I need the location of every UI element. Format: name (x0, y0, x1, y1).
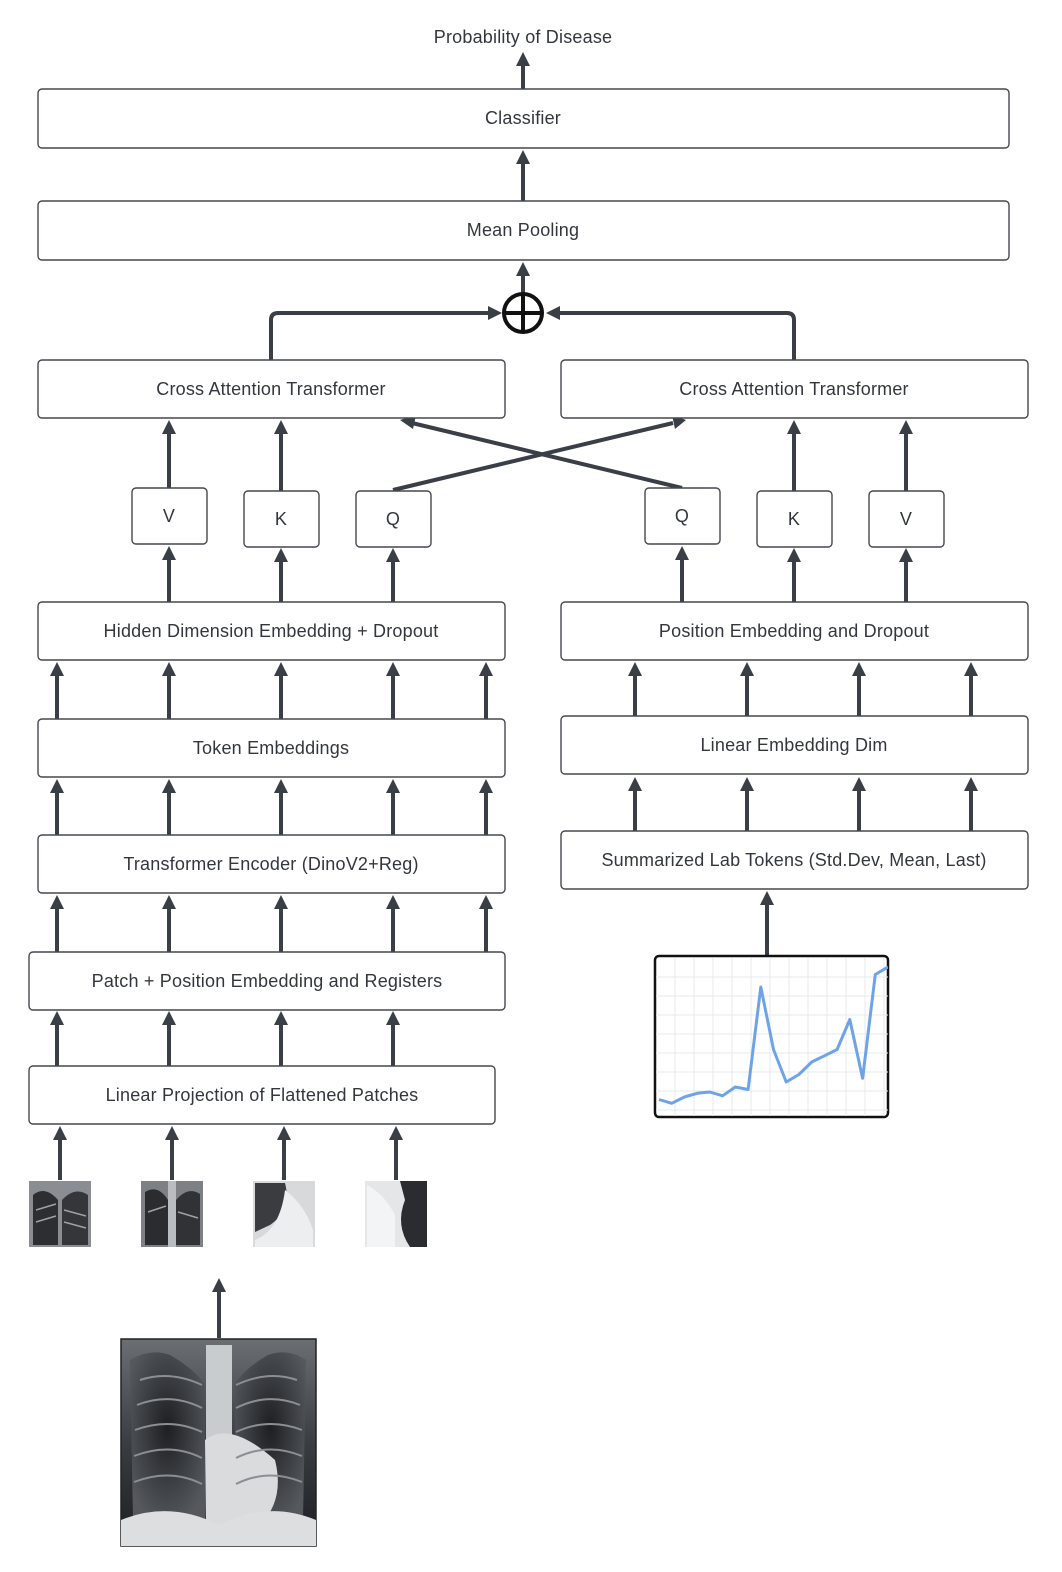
lab-cross-attention-label: Cross Attention Transformer (679, 379, 909, 399)
lab-q-block: Q (644, 487, 721, 545)
patch-position-block: Patch + Position Embedding and Registers (28, 951, 506, 1011)
arrows (50, 52, 978, 1338)
linear-embedding-label: Linear Embedding Dim (700, 735, 887, 755)
xray-patch-3 (253, 1181, 315, 1247)
chart-series-line-0 (658, 965, 888, 1105)
chart-grid (656, 958, 888, 1116)
linear-embedding-block: Linear Embedding Dim (560, 715, 1029, 775)
classifier-block: Classifier (37, 88, 1010, 149)
lab-values-chart (653, 954, 890, 1119)
xray-patch-4 (365, 1181, 427, 1247)
position-embedding-label: Position Embedding and Dropout (659, 621, 929, 641)
classifier-label: Classifier (485, 108, 561, 128)
token-embeddings-block: Token Embeddings (37, 718, 506, 778)
lab-k-block: K (756, 490, 833, 548)
image-q-label: Q (386, 509, 400, 529)
chest-xray-image (120, 1338, 317, 1547)
patch-position-label: Patch + Position Embedding and Registers (92, 971, 443, 991)
mean-pooling-label: Mean Pooling (467, 220, 579, 240)
transformer-encoder-label: Transformer Encoder (DinoV2+Reg) (123, 854, 418, 874)
concat-plus-icon (502, 292, 544, 334)
image-v-block: V (131, 487, 208, 545)
lab-v-label: V (900, 509, 912, 529)
lab-v-block: V (868, 490, 945, 548)
lab-k-label: K (788, 509, 800, 529)
token-embeddings-label: Token Embeddings (193, 738, 349, 758)
hidden-dimension-block: Hidden Dimension Embedding + Dropout (37, 601, 506, 661)
summarized-lab-tokens-block: Summarized Lab Tokens (Std.Dev, Mean, La… (560, 830, 1029, 890)
linear-projection-block: Linear Projection of Flattened Patches (28, 1065, 496, 1125)
image-cross-attention-block: Cross Attention Transformer (37, 359, 506, 419)
hidden-dimension-label: Hidden Dimension Embedding + Dropout (104, 621, 439, 641)
image-v-label: V (163, 506, 175, 526)
lab-q-label: Q (675, 506, 689, 526)
image-cross-attention-label: Cross Attention Transformer (156, 379, 386, 399)
image-patches (29, 1181, 427, 1247)
transformer-encoder-block: Transformer Encoder (DinoV2+Reg) (37, 834, 506, 894)
xray-patch-1 (29, 1181, 91, 1247)
xray-patch-2 (141, 1181, 203, 1247)
lab-cross-attention-block: Cross Attention Transformer (560, 359, 1029, 419)
image-k-label: K (275, 509, 287, 529)
linear-projection-label: Linear Projection of Flattened Patches (106, 1085, 419, 1105)
mean-pooling-block: Mean Pooling (37, 200, 1010, 261)
image-k-block: K (243, 490, 320, 548)
position-embedding-block: Position Embedding and Dropout (560, 601, 1029, 661)
output-label: Probability of Disease (434, 27, 613, 47)
chart-series (658, 965, 888, 1105)
summarized-lab-tokens-label: Summarized Lab Tokens (Std.Dev, Mean, La… (601, 850, 986, 870)
image-q-block: Q (355, 490, 432, 548)
